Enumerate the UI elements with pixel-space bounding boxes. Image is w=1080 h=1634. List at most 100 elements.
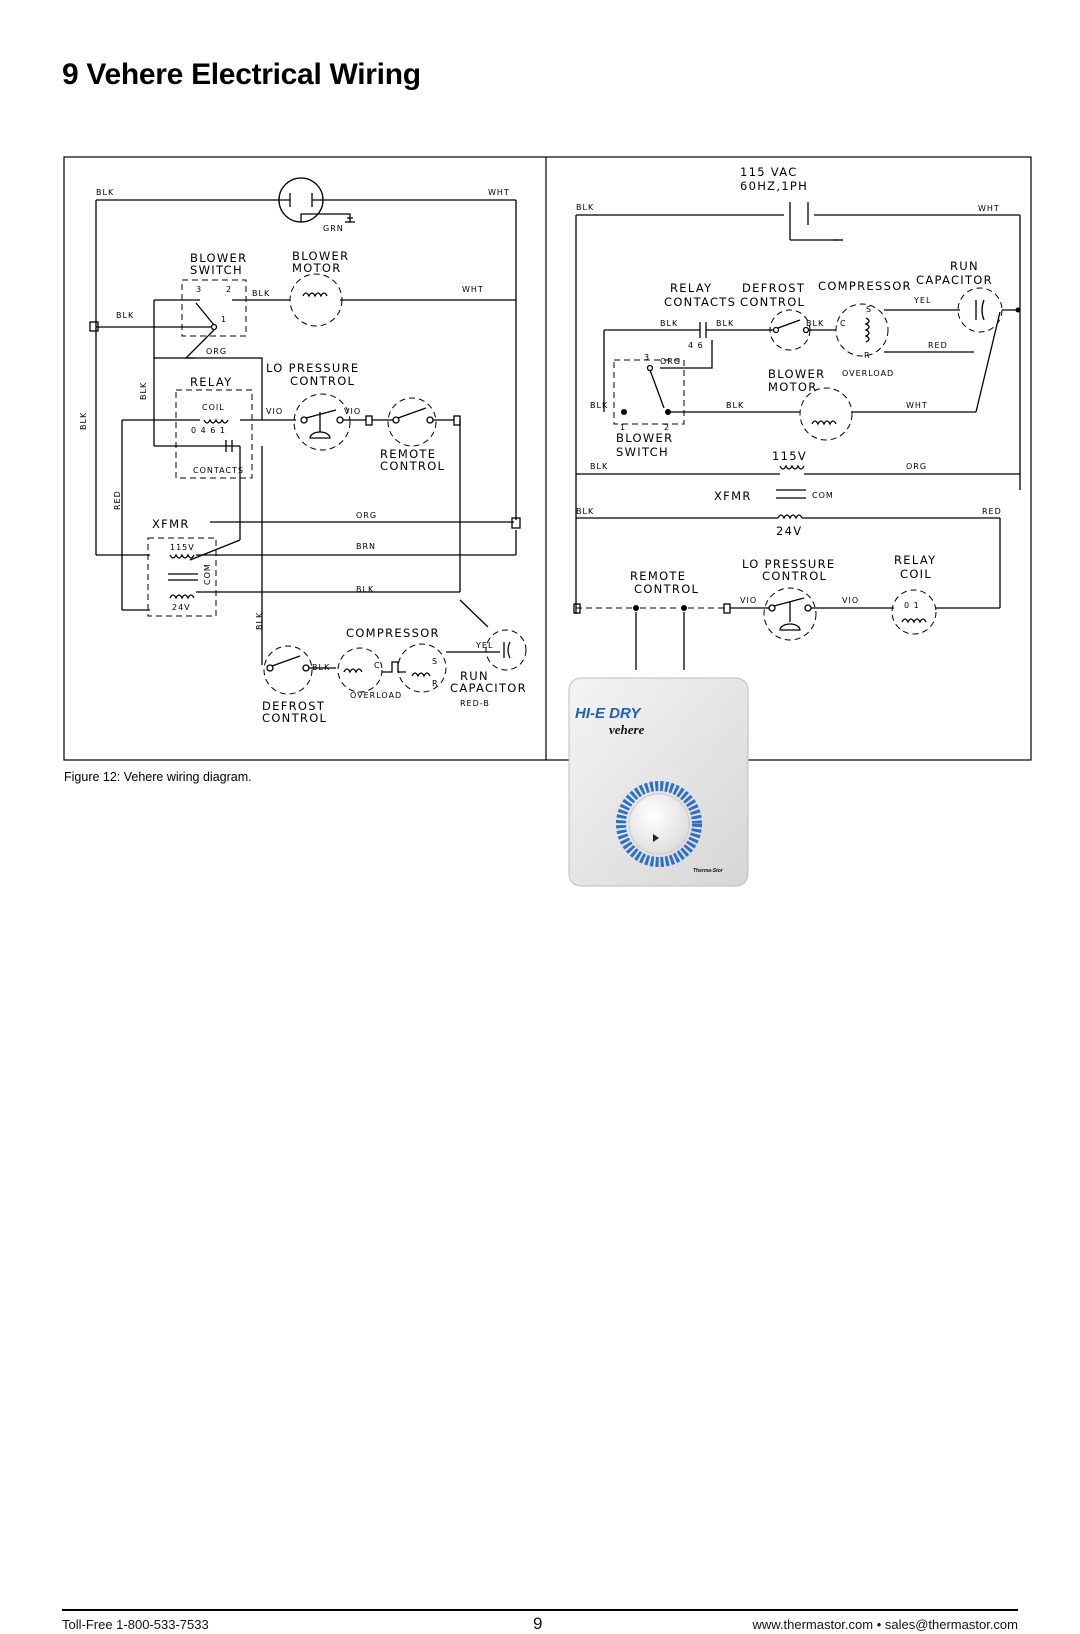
- svg-text:R: R: [432, 679, 439, 688]
- svg-text:BLK: BLK: [716, 319, 734, 328]
- svg-text:24V: 24V: [172, 603, 191, 612]
- footer-rule: [62, 1609, 1018, 1611]
- footer-phone: Toll-Free 1-800-533-7533: [62, 1617, 209, 1632]
- svg-text:115V: 115V: [170, 543, 195, 552]
- wht-label: WHT: [488, 188, 510, 197]
- svg-text:ORG: ORG: [206, 347, 227, 356]
- right-schematic: 115 VAC 60HZ,1PH BLK WHT RUN CAPACITOR R…: [573, 165, 1021, 670]
- svg-text:3: 3: [196, 285, 202, 294]
- svg-text:RUN: RUN: [460, 669, 489, 683]
- svg-text:BLK: BLK: [255, 612, 264, 630]
- blower-switch-label-1: BLOWER: [190, 251, 247, 265]
- supply-label-1: 115 VAC: [740, 165, 798, 179]
- svg-text:OVERLOAD: OVERLOAD: [842, 369, 894, 378]
- svg-text:CONTACTS: CONTACTS: [193, 466, 244, 475]
- svg-text:BLK: BLK: [726, 401, 744, 410]
- svg-text:C: C: [840, 319, 847, 328]
- maker-text: Therma-Stor: [693, 868, 724, 874]
- svg-text:BRN: BRN: [356, 542, 376, 551]
- figure-caption: Figure 12: Vehere wiring diagram.: [64, 770, 252, 784]
- blk-label: BLK: [96, 188, 114, 197]
- svg-text:COIL: COIL: [202, 403, 225, 412]
- footer-contact: www.thermastor.com • sales@thermastor.co…: [752, 1617, 1018, 1632]
- svg-text:COM: COM: [812, 491, 834, 500]
- svg-text:ORG: ORG: [906, 462, 927, 471]
- svg-text:VIO: VIO: [740, 596, 757, 605]
- svg-text:2: 2: [664, 423, 670, 432]
- svg-text:ORG: ORG: [660, 357, 681, 366]
- svg-text:1: 1: [620, 423, 626, 432]
- defrost-control-label: DEFROST: [262, 699, 325, 713]
- svg-text:BLK: BLK: [576, 203, 594, 212]
- blower-motor-label-2: MOTOR: [292, 261, 342, 275]
- lo-pressure-label: LO PRESSURE: [266, 361, 359, 375]
- svg-text:CONTROL: CONTROL: [290, 374, 355, 388]
- svg-text:0 4 6 1: 0 4 6 1: [191, 426, 226, 435]
- relay-contacts-label: RELAY: [670, 281, 712, 295]
- svg-text:VIO: VIO: [266, 407, 283, 416]
- svg-text:OVERLOAD: OVERLOAD: [350, 691, 402, 700]
- remote-control-photo: HI-E DRY vehere Therma-Stor: [567, 676, 750, 888]
- brand-text: HI-E DRY: [575, 705, 643, 722]
- svg-text:COIL: COIL: [900, 567, 932, 581]
- svg-text:S: S: [432, 657, 438, 666]
- svg-text:CONTROL: CONTROL: [634, 582, 699, 596]
- left-schematic: GRN BLK WHT BLOWER SWITCH 3 2 1 BLK BLK …: [79, 177, 527, 725]
- defrost-control-label: DEFROST: [742, 281, 805, 295]
- svg-text:1: 1: [221, 315, 227, 324]
- svg-text:RED-B: RED-B: [460, 699, 490, 708]
- svg-text:CAPACITOR: CAPACITOR: [916, 273, 993, 287]
- svg-text:MOTOR: MOTOR: [768, 380, 818, 394]
- svg-text:115V: 115V: [772, 449, 807, 463]
- svg-text:BLK: BLK: [590, 401, 608, 410]
- svg-text:CONTROL: CONTROL: [262, 711, 327, 725]
- svg-text:S: S: [866, 305, 872, 314]
- wiring-diagram: GRN BLK WHT BLOWER SWITCH 3 2 1 BLK BLK …: [63, 156, 1032, 761]
- svg-text:BLK: BLK: [116, 311, 134, 320]
- blower-motor-label-1: BLOWER: [292, 249, 349, 263]
- svg-text:RED: RED: [113, 490, 122, 510]
- svg-text:BLK: BLK: [139, 382, 148, 400]
- svg-text:BLK: BLK: [356, 585, 374, 594]
- remote-control-label: REMOTE: [630, 569, 686, 583]
- blower-motor-label: BLOWER: [768, 367, 825, 381]
- svg-text:VIO: VIO: [842, 596, 859, 605]
- svg-text:RED: RED: [982, 507, 1002, 516]
- model-text: vehere: [609, 722, 645, 737]
- blower-switch-label-2: SWITCH: [190, 263, 243, 277]
- supply-label-2: 60HZ,1PH: [740, 179, 808, 193]
- lo-pressure-label: LO PRESSURE: [742, 557, 835, 571]
- svg-text:YEL: YEL: [913, 296, 931, 305]
- page-number: 9: [533, 1614, 543, 1633]
- svg-text:R: R: [864, 351, 871, 360]
- svg-text:BLK: BLK: [252, 289, 270, 298]
- svg-text:0 1: 0 1: [904, 601, 920, 610]
- svg-text:WHT: WHT: [906, 401, 928, 410]
- blower-switch-label: BLOWER: [616, 431, 673, 445]
- relay-coil-label: RELAY: [894, 553, 936, 567]
- svg-text:4 6: 4 6: [688, 341, 704, 350]
- svg-text:BLK: BLK: [660, 319, 678, 328]
- svg-text:COM: COM: [203, 563, 212, 585]
- svg-text:BLK: BLK: [806, 319, 824, 328]
- svg-text:3: 3: [644, 353, 650, 362]
- svg-text:WHT: WHT: [978, 204, 1000, 213]
- xfmr-label: XFMR: [152, 517, 190, 531]
- svg-text:BLK: BLK: [79, 412, 88, 430]
- svg-text:C: C: [374, 661, 381, 670]
- xfmr-label: XFMR: [714, 489, 752, 503]
- svg-text:CONTACTS: CONTACTS: [664, 295, 736, 309]
- svg-text:2: 2: [226, 285, 232, 294]
- svg-text:ORG: ORG: [356, 511, 377, 520]
- svg-text:CONTROL: CONTROL: [740, 295, 805, 309]
- remote-control-label: REMOTE: [380, 447, 436, 461]
- svg-text:RUN: RUN: [950, 259, 979, 273]
- svg-text:RED: RED: [928, 341, 948, 350]
- svg-text:WHT: WHT: [462, 285, 484, 294]
- svg-text:BLK: BLK: [576, 507, 594, 516]
- svg-text:SWITCH: SWITCH: [616, 445, 669, 459]
- relay-label: RELAY: [190, 375, 232, 389]
- svg-text:CONTROL: CONTROL: [762, 569, 827, 583]
- svg-text:CAPACITOR: CAPACITOR: [450, 681, 527, 695]
- page-title: 9 Vehere Electrical Wiring: [62, 58, 421, 91]
